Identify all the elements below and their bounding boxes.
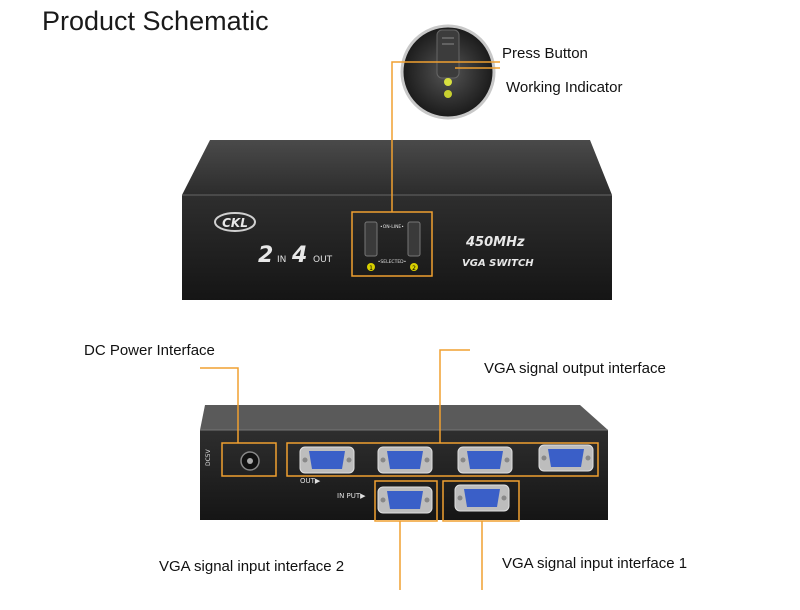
vga-ports [299,444,594,514]
rear-callouts [200,349,599,590]
front-button-2[interactable]: 2 [407,221,421,272]
device-type-label: VGA SWITCH [462,258,534,269]
model-out-number: 4 [291,243,307,268]
vga-output-port-1 [299,446,355,474]
selected-label: •SELECTED• [378,259,407,265]
press-button-label: Press Button [502,45,588,62]
vga-input-1-label: VGA signal input interface 1 [502,555,688,572]
rear-in-label: IN PUT▶ [337,492,366,500]
vga-input-port-1 [454,484,510,512]
online-label: •ON-LINE• [380,224,404,230]
vga-output-port-2 [377,446,433,474]
svg-text:1: 1 [369,265,373,272]
frequency-label: 450MHz [465,235,525,250]
vga-output-port-3 [457,446,513,474]
working-indicator-label: Working Indicator [506,79,623,96]
front-button-1[interactable]: 1 [364,221,378,272]
dc-power-jack: DC5V [205,448,260,471]
svg-text:DC5V: DC5V [205,448,212,466]
vga-output-port-4 [538,444,594,472]
vga-input-port-2 [377,486,433,514]
dc-power-label: DC Power Interface [84,342,215,359]
brand-logo: CKL [214,212,256,232]
svg-text:CKL: CKL [222,216,248,230]
model-out-text: OUT [313,255,333,265]
model-in-text: IN [277,255,286,265]
vga-output-label: VGA signal output interface [484,360,666,377]
model-in-number: 2 [258,243,273,268]
button-zoom-detail [400,24,496,120]
page-title: Product Schematic [42,6,269,36]
button-callout [351,61,500,277]
front-device [182,140,612,300]
svg-text:2: 2 [412,265,416,272]
rear-out-label: OUT▶ [300,477,321,485]
vga-input-2-label: VGA signal input interface 2 [159,558,345,575]
